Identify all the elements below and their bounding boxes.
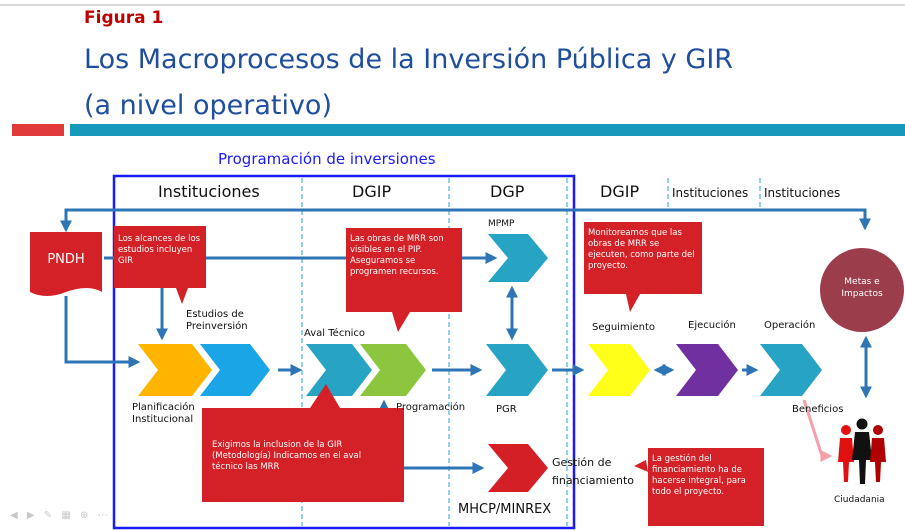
pen-icon[interactable]: ✎ xyxy=(43,510,56,521)
chevron-seguimiento xyxy=(588,344,650,396)
callout-obras: Las obras de MRR son visibles en el PIP.… xyxy=(350,234,444,277)
chevron-pgr xyxy=(486,344,548,396)
header-instituciones: Instituciones xyxy=(158,182,260,201)
mpmp-label: MPMP xyxy=(488,219,515,229)
page-title-line1: Los Macroprocesos de la Inversión Públic… xyxy=(84,44,734,75)
forward-icon[interactable]: ▶ xyxy=(26,510,38,521)
planificacion-label: Planificación Institucional xyxy=(132,402,195,425)
gestion-label: Gestión de financiamiento xyxy=(552,456,635,487)
callout-monitoreamos: Monitoreamos que las obras de MRR se eje… xyxy=(588,228,695,271)
ciudadania-label: Ciudadania xyxy=(834,495,885,505)
callout-alcances-shape xyxy=(114,226,206,304)
estudios-label: Estudios de Preinversión xyxy=(186,309,248,332)
header-instituciones-2: Instituciones xyxy=(672,186,749,200)
ejecucion-label: Ejecución xyxy=(688,320,736,331)
accent-bar-teal xyxy=(70,124,905,136)
more-icon[interactable]: ⋯ xyxy=(97,510,111,521)
page-title-line2: (a nivel operativo) xyxy=(84,90,332,121)
seguimiento-label: Seguimiento xyxy=(592,322,656,333)
pndh-connector xyxy=(64,296,141,368)
aval-label: Aval Técnico xyxy=(304,328,366,339)
pndh-label: PNDH xyxy=(47,252,85,267)
callout-gestion: La gestión del financiamiento ha de hace… xyxy=(652,454,746,497)
callout-exigimos: Exigimos la inclusion de la GIR (Metodol… xyxy=(212,440,362,472)
grid-icon[interactable]: ▦ xyxy=(61,510,74,521)
programacion-frame xyxy=(112,174,576,530)
chevron-aval xyxy=(306,344,372,396)
chevron-gestion xyxy=(488,444,548,492)
figure-label: Figura 1 xyxy=(84,8,164,28)
mhcp-label: MHCP/MINREX xyxy=(458,502,552,517)
chevron-estudios xyxy=(200,344,270,396)
operacion-label: Operación xyxy=(764,320,816,331)
programacion-node-label: Programación xyxy=(396,402,466,413)
header-dgp: DGP xyxy=(490,182,525,201)
chevron-operacion xyxy=(760,344,822,396)
pgr-label: PGR xyxy=(496,404,517,415)
ciudadania-icon xyxy=(838,418,886,484)
chevron-planificacion xyxy=(138,344,212,396)
callout-gestion-shape xyxy=(634,448,764,526)
player-controls[interactable]: ◀ ▶ ✎ ▦ ⊕ ⋯ xyxy=(10,510,111,521)
header-dgip-2: DGIP xyxy=(600,182,640,201)
callout-exigimos-shape xyxy=(202,384,404,502)
callout-alcances: Los alcances de los estudios incluyen GI… xyxy=(118,234,201,266)
chevron-ejecucion xyxy=(676,344,738,396)
metas-circle xyxy=(820,248,904,332)
chevron-mpmp xyxy=(488,234,548,282)
callout-obras-shape xyxy=(346,228,462,332)
back-icon[interactable]: ◀ xyxy=(10,510,21,521)
beneficios-connector xyxy=(802,399,833,462)
top-rule xyxy=(0,4,905,6)
header-dgip: DGIP xyxy=(352,182,392,201)
beneficios-label: Beneficios xyxy=(792,404,844,415)
pndh-box xyxy=(30,232,102,296)
callout-monitoreamos-shape xyxy=(584,222,702,312)
programacion-label: Programación de inversiones xyxy=(218,150,436,168)
accent-bar-red xyxy=(12,124,64,136)
feedback-connector xyxy=(60,208,871,233)
zoom-icon[interactable]: ⊕ xyxy=(80,510,92,521)
chevron-programacion xyxy=(360,344,426,396)
metas-label: Metas e Impactos xyxy=(841,277,883,299)
header-instituciones-3: Instituciones xyxy=(764,186,841,200)
